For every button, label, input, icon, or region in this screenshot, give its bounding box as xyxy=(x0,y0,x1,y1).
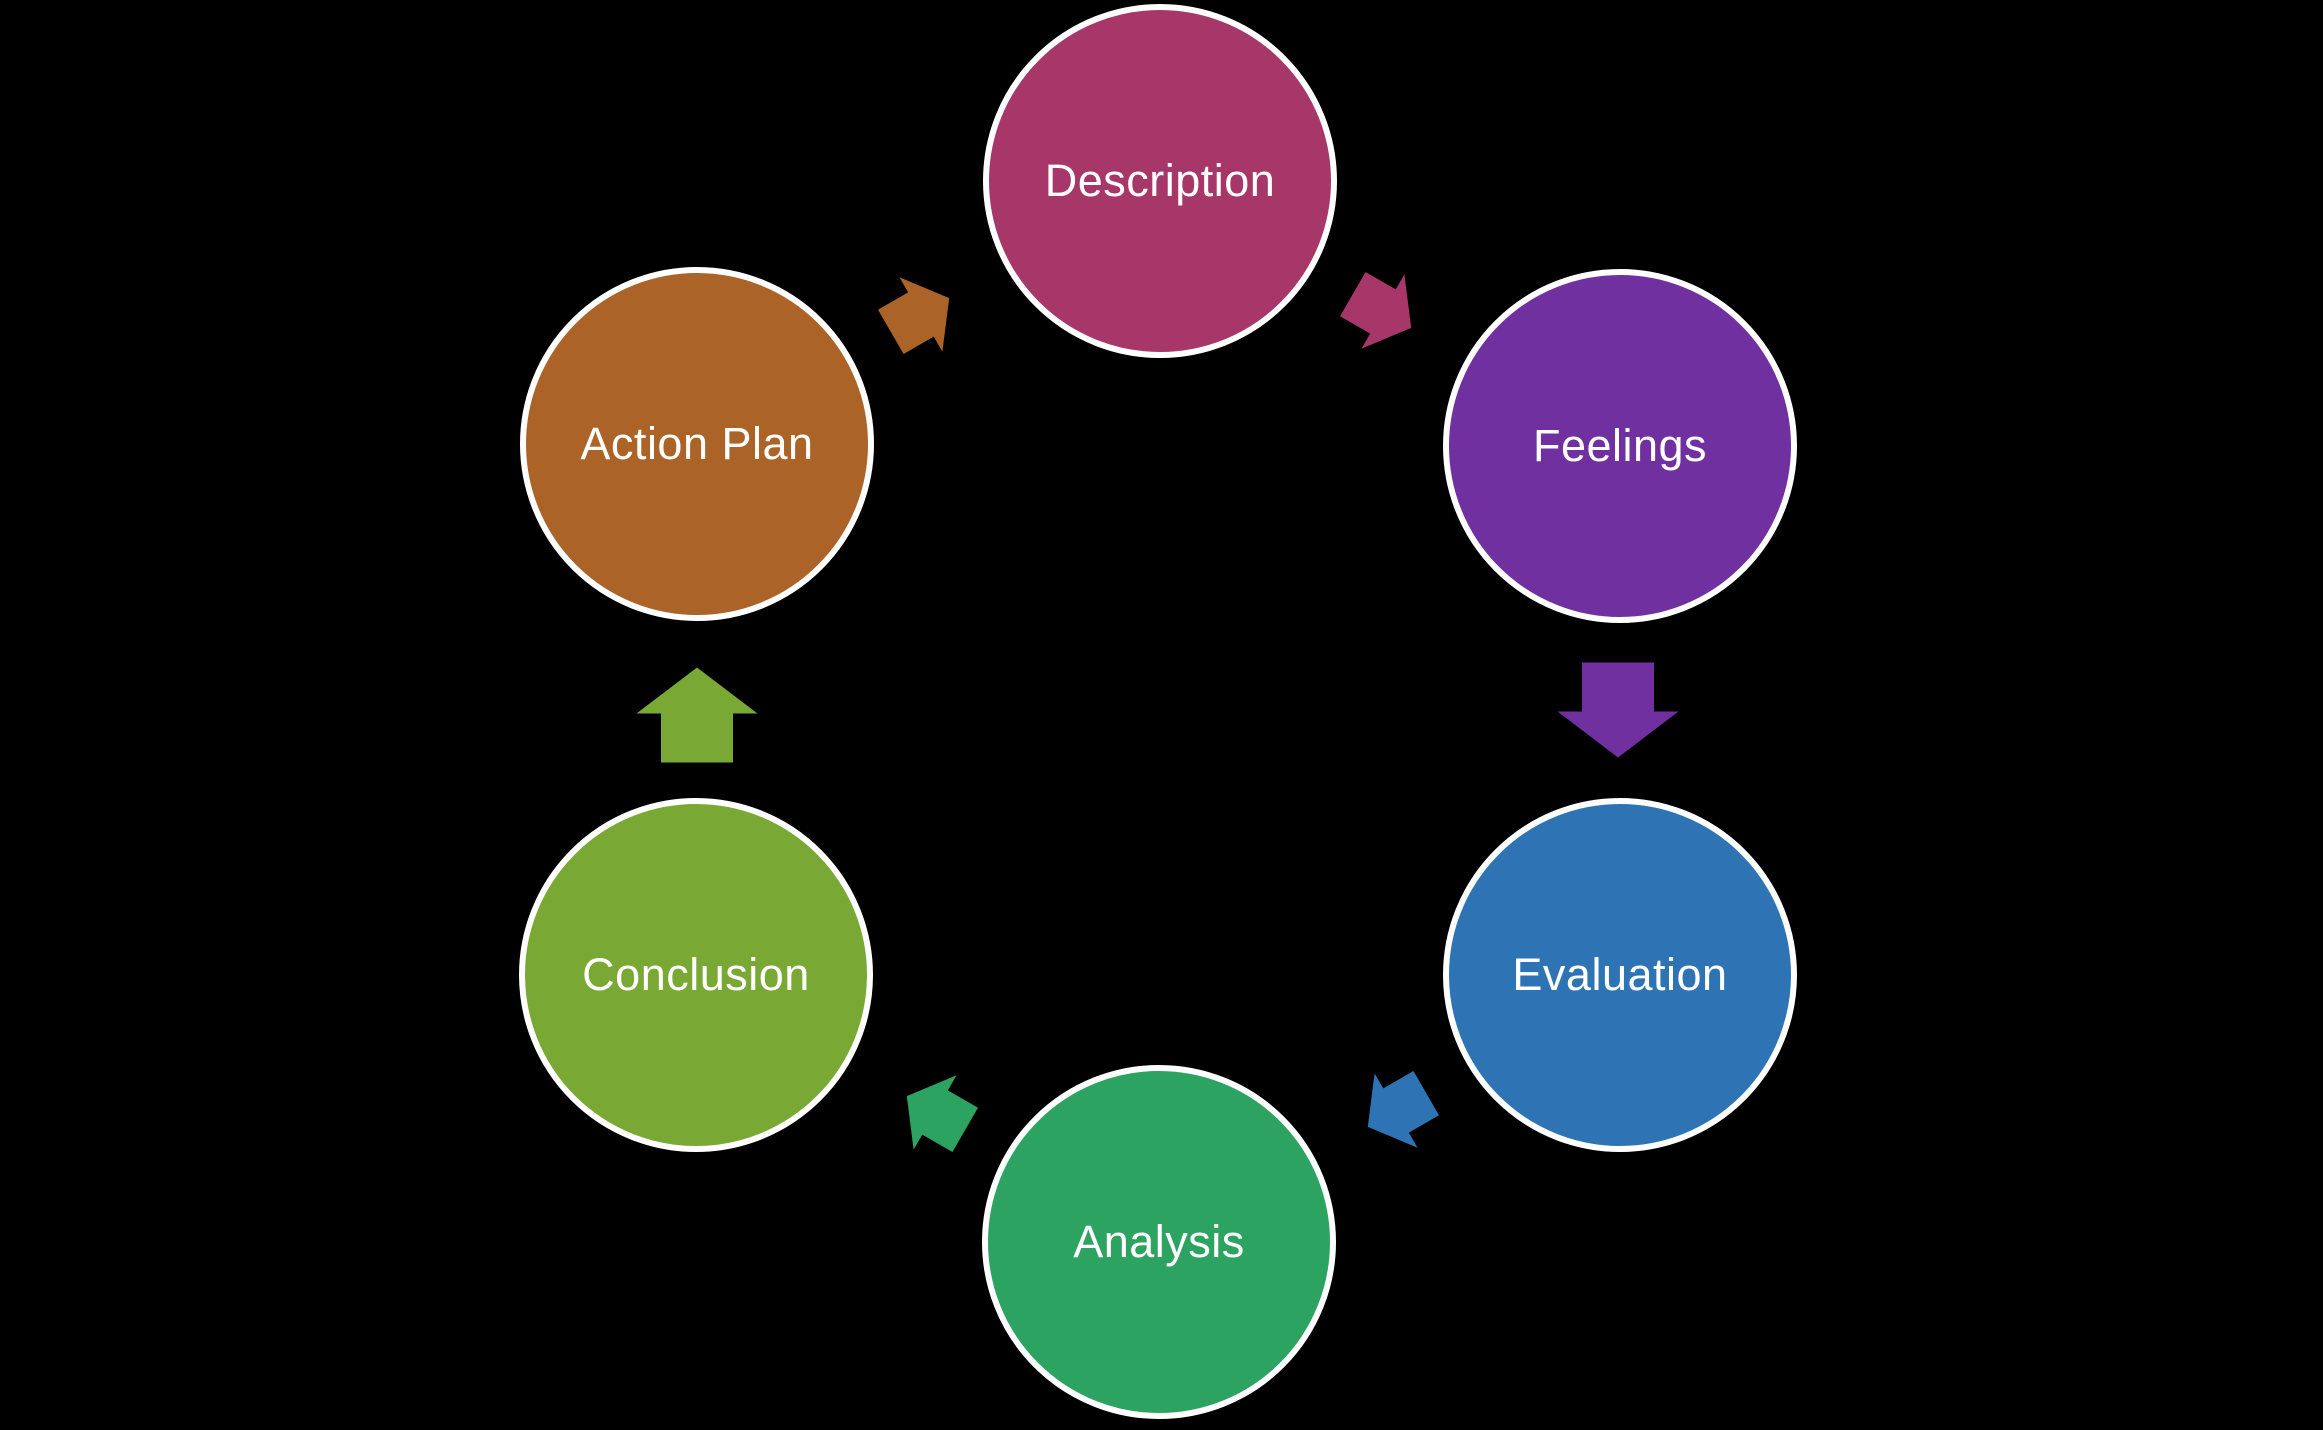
arrow-action-plan-to-description-icon xyxy=(869,260,971,370)
arrow-evaluation-to-analysis-icon xyxy=(1346,1055,1448,1165)
node-action-plan: Action Plan xyxy=(520,267,874,621)
node-evaluation: Evaluation xyxy=(1443,798,1797,1152)
node-analysis: Analysis xyxy=(982,1065,1336,1419)
arrow-conclusion-to-action-plan-icon xyxy=(636,667,758,763)
arrow-description-to-feelings-icon xyxy=(1331,256,1433,366)
node-feelings: Feelings xyxy=(1443,269,1797,623)
arrow-feelings-to-evaluation-icon xyxy=(1557,662,1679,758)
node-description: Description xyxy=(983,4,1337,358)
arrow-analysis-to-conclusion-icon xyxy=(885,1058,987,1168)
node-conclusion: Conclusion xyxy=(519,798,873,1152)
